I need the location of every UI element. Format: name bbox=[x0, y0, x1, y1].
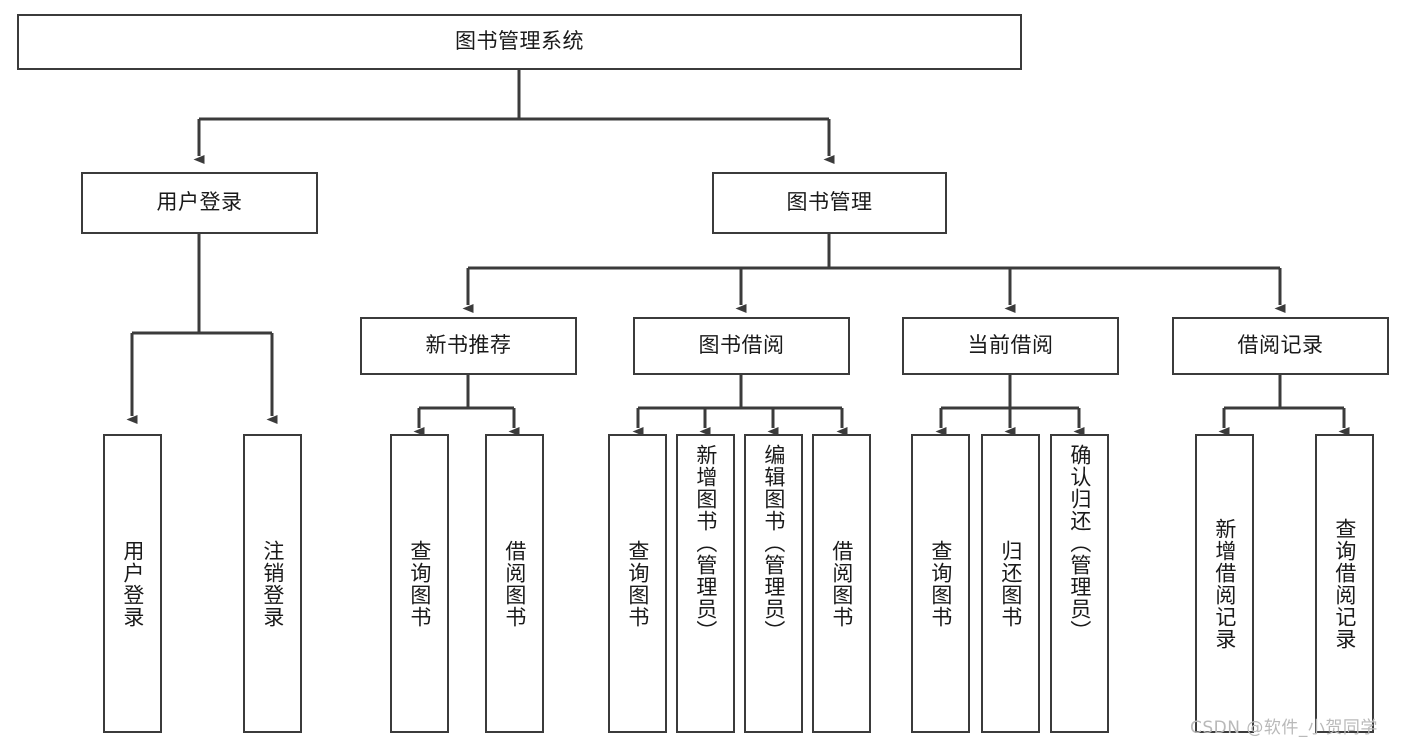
node-book-manage[interactable]: 图书管理 bbox=[712, 172, 947, 234]
node-leaf-borrow-book-2[interactable]: 借阅图书 bbox=[812, 434, 871, 733]
node-new-book-rec-label: 新书推荐 bbox=[425, 333, 512, 358]
node-leaf-add-book-label: 新增图书（管理员） bbox=[693, 444, 718, 642]
node-leaf-logout-label: 注销登录 bbox=[260, 539, 285, 628]
node-leaf-borrow-book-1[interactable]: 借阅图书 bbox=[485, 434, 544, 733]
node-borrow-record-label: 借阅记录 bbox=[1237, 333, 1324, 358]
node-leaf-user-login[interactable]: 用户登录 bbox=[103, 434, 162, 733]
node-leaf-query-book-2[interactable]: 查询图书 bbox=[608, 434, 667, 733]
node-leaf-user-login-label: 用户登录 bbox=[120, 539, 145, 628]
node-leaf-query-book-3[interactable]: 查询图书 bbox=[911, 434, 970, 733]
node-user-login-label: 用户登录 bbox=[156, 190, 243, 215]
node-leaf-query-book-3-label: 查询图书 bbox=[928, 539, 953, 628]
node-leaf-confirm-return[interactable]: 确认归还（管理员） bbox=[1050, 434, 1109, 733]
node-leaf-add-record[interactable]: 新增借阅记录 bbox=[1195, 434, 1254, 733]
node-leaf-logout[interactable]: 注销登录 bbox=[243, 434, 302, 733]
node-root-label: 图书管理系统 bbox=[455, 29, 584, 54]
node-leaf-edit-book-label: 编辑图书（管理员） bbox=[761, 444, 786, 642]
node-leaf-return-book-label: 归还图书 bbox=[998, 539, 1023, 628]
node-leaf-query-record[interactable]: 查询借阅记录 bbox=[1315, 434, 1374, 733]
node-leaf-query-book-2-label: 查询图书 bbox=[625, 539, 650, 628]
node-user-login[interactable]: 用户登录 bbox=[81, 172, 318, 234]
csdn-watermark: CSDN @软件_小贺同学 bbox=[1190, 718, 1378, 738]
node-leaf-edit-book[interactable]: 编辑图书（管理员） bbox=[744, 434, 803, 733]
node-current-borrow-label: 当前借阅 bbox=[967, 333, 1054, 358]
node-book-manage-label: 图书管理 bbox=[786, 190, 873, 215]
node-leaf-add-book[interactable]: 新增图书（管理员） bbox=[676, 434, 735, 733]
node-leaf-query-record-label: 查询借阅记录 bbox=[1332, 517, 1357, 650]
node-root[interactable]: 图书管理系统 bbox=[17, 14, 1022, 70]
node-leaf-add-record-label: 新增借阅记录 bbox=[1212, 517, 1237, 650]
node-book-borrow-label: 图书借阅 bbox=[698, 333, 785, 358]
node-leaf-borrow-book-1-label: 借阅图书 bbox=[502, 539, 527, 628]
node-leaf-confirm-return-label: 确认归还（管理员） bbox=[1067, 444, 1092, 642]
node-current-borrow[interactable]: 当前借阅 bbox=[902, 317, 1119, 375]
node-leaf-return-book[interactable]: 归还图书 bbox=[981, 434, 1040, 733]
node-leaf-query-book-1[interactable]: 查询图书 bbox=[390, 434, 449, 733]
node-leaf-query-book-1-label: 查询图书 bbox=[407, 539, 432, 628]
node-new-book-rec[interactable]: 新书推荐 bbox=[360, 317, 577, 375]
node-leaf-borrow-book-2-label: 借阅图书 bbox=[829, 539, 854, 628]
node-book-borrow[interactable]: 图书借阅 bbox=[633, 317, 850, 375]
node-borrow-record[interactable]: 借阅记录 bbox=[1172, 317, 1389, 375]
